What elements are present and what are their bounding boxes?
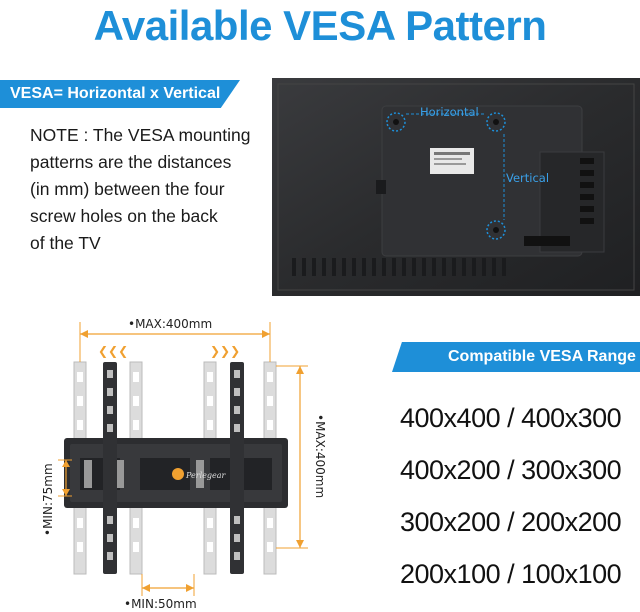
vertical-label: Vertical bbox=[506, 171, 549, 185]
max-width-label: •MAX:400mm bbox=[128, 317, 212, 331]
vesa-definition-tag: VESA= Horizontal x Vertical bbox=[0, 80, 240, 108]
note-line: NOTE : The VESA mounting bbox=[30, 125, 251, 145]
arrows-right-icon: ❯❯❯ bbox=[210, 344, 240, 358]
vesa-note: NOTE : The VESA mounting patterns are th… bbox=[30, 122, 270, 257]
page-title: Available VESA Pattern bbox=[93, 2, 547, 49]
mount-arm-right bbox=[230, 362, 244, 574]
mount-arm-left bbox=[103, 362, 117, 574]
max-height-label: •MAX:400mm bbox=[313, 414, 327, 498]
vesa-range-item: 400x200 / 300x300 bbox=[400, 455, 622, 485]
note-line: patterns are the distances bbox=[30, 152, 232, 172]
compatible-range-tag: Compatible VESA Range bbox=[392, 342, 640, 372]
tv-back-photo: Horizontal Vertical bbox=[272, 78, 640, 296]
note-line: (in mm) between the four bbox=[30, 179, 225, 199]
note-line: screw holes on the back bbox=[30, 206, 218, 226]
brand-logo: Perlegear bbox=[185, 471, 227, 480]
mount-diagram: Perlegear •MAX:400mm ❮❮❮ ❯❯❯ •MAX:400mm … bbox=[41, 317, 327, 611]
min-height-label: •MIN:75mm bbox=[41, 463, 55, 536]
vesa-range-list: 400x400 / 400x300 400x200 / 300x300 300x… bbox=[392, 392, 640, 600]
horizontal-label: Horizontal bbox=[420, 105, 479, 119]
arrows-left-icon: ❮❮❮ bbox=[98, 344, 128, 358]
vesa-range-item: 400x400 / 400x300 bbox=[400, 403, 622, 433]
vesa-range-item: 200x100 / 100x100 bbox=[400, 559, 622, 589]
vesa-range-item: 300x200 / 200x200 bbox=[400, 507, 622, 537]
min-width-label: •MIN:50mm bbox=[124, 597, 197, 611]
note-line: of the TV bbox=[30, 233, 101, 253]
